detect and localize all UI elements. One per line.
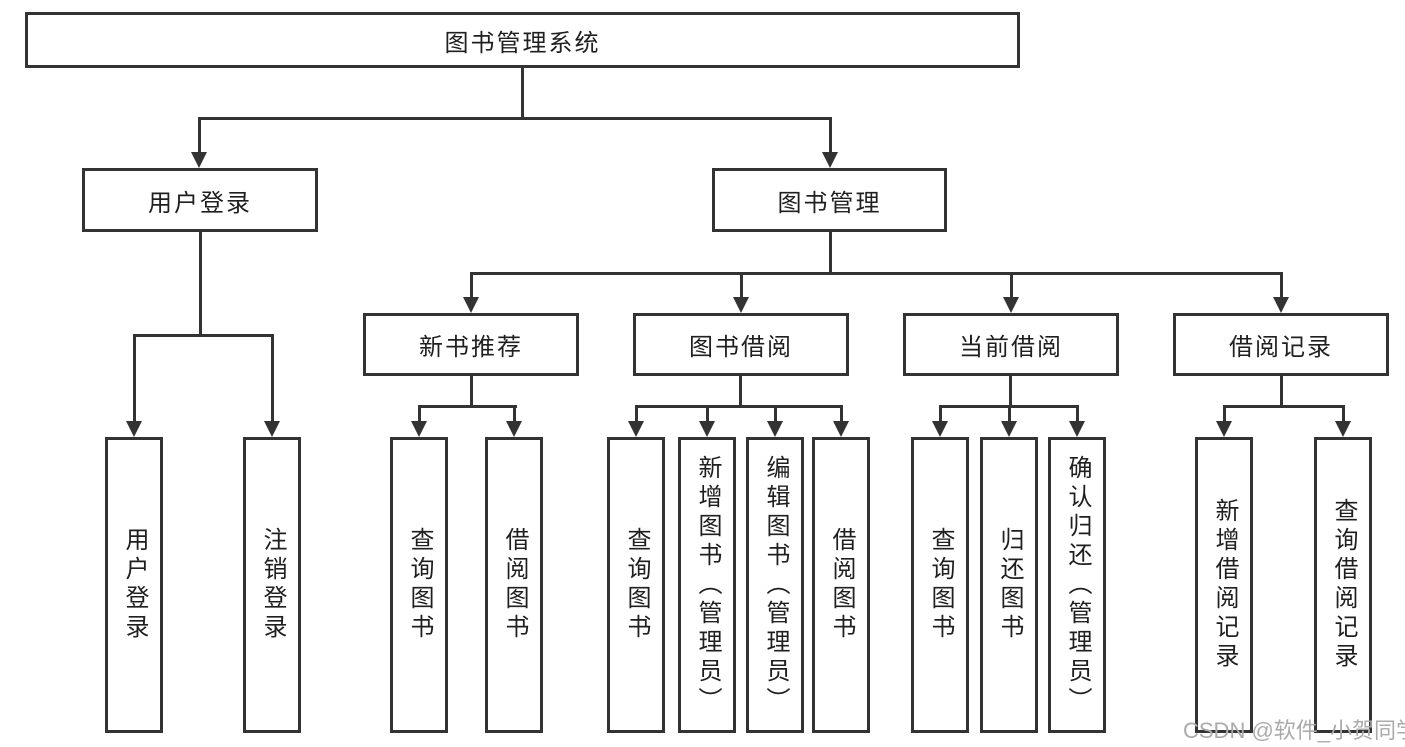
node-leaf-edit-book-admin: 编辑图书（管理员）	[746, 437, 804, 733]
connector-line	[470, 272, 1283, 275]
node-leaf-add-book-admin: 新增图书（管理员）	[678, 437, 736, 733]
node-leaf-query-books: 查询图书	[911, 437, 969, 733]
node-label: 归还图书	[996, 527, 1023, 643]
connector-line	[199, 232, 202, 336]
connector-arrow-icon	[1273, 297, 1289, 313]
node-label: 新增图书（管理员）	[694, 454, 721, 716]
node-leaf-add-borrow-record: 新增借阅记录	[1195, 437, 1253, 733]
connector-arrow-icon	[1001, 421, 1017, 437]
connector-arrow-icon	[506, 421, 522, 437]
connector-line	[706, 405, 709, 422]
connector-line	[1223, 405, 1226, 422]
csdn-watermark: CSDN @软件_小贺同学	[1183, 718, 1405, 743]
connector-line	[829, 117, 832, 153]
connector-arrow-icon	[1216, 421, 1232, 437]
connector-line	[1008, 405, 1011, 422]
connector-arrow-icon	[126, 421, 142, 437]
connector-line	[271, 334, 274, 422]
connector-arrow-icon	[1003, 297, 1019, 313]
node-leaf-logout: 注销登录	[243, 437, 301, 733]
node-leaf-user-login: 用户登录	[105, 437, 163, 733]
node-label: 用户登录	[121, 527, 148, 643]
connector-arrow-icon	[767, 421, 783, 437]
connector-arrow-icon	[628, 421, 644, 437]
node-label: 借阅记录	[1229, 334, 1333, 361]
node-user-login: 用户登录	[82, 168, 318, 232]
connector-line	[198, 117, 832, 120]
node-leaf-return-books: 归还图书	[980, 437, 1038, 733]
node-label: 查询图书	[406, 527, 433, 643]
connector-line	[739, 376, 742, 407]
connector-line	[1010, 272, 1013, 298]
connector-arrow-icon	[463, 297, 479, 313]
node-book-management: 图书管理	[712, 168, 947, 232]
connector-line	[635, 405, 638, 422]
connector-line	[829, 232, 832, 274]
node-label: 查询图书	[927, 527, 954, 643]
connector-line	[1280, 272, 1283, 298]
connector-arrow-icon	[822, 152, 838, 168]
connector-arrow-icon	[1069, 421, 1085, 437]
node-leaf-borrow-books: 借阅图书	[485, 437, 543, 733]
connector-line	[939, 405, 942, 422]
node-label: 注销登录	[259, 527, 286, 643]
node-label: 图书借阅	[689, 334, 793, 361]
node-label: 查询借阅记录	[1330, 498, 1357, 672]
connector-line	[1280, 376, 1283, 407]
node-label: 用户登录	[148, 189, 252, 217]
connector-line	[418, 405, 421, 422]
node-label: 编辑图书（管理员）	[762, 454, 789, 716]
connector-line	[521, 68, 524, 120]
connector-arrow-icon	[411, 421, 427, 437]
connector-arrow-icon	[264, 421, 280, 437]
connector-line	[133, 334, 274, 337]
node-label: 借阅图书	[501, 527, 528, 643]
node-leaf-query-books: 查询图书	[390, 437, 448, 733]
connector-line	[198, 117, 201, 153]
connector-line	[1009, 376, 1012, 407]
connector-line	[418, 405, 517, 408]
node-label: 图书管理系统	[444, 29, 601, 57]
connector-line	[470, 376, 473, 407]
node-leaf-confirm-return-admin: 确认归还（管理员）	[1048, 437, 1106, 733]
node-new-book-recommendation: 新书推荐	[363, 313, 579, 376]
node-label: 图书管理	[777, 189, 882, 217]
node-label: 借阅图书	[828, 527, 855, 643]
node-label: 查询图书	[623, 527, 650, 643]
node-label: 新书推荐	[419, 334, 523, 361]
connector-line	[1223, 405, 1345, 408]
node-label: 确认归还（管理员）	[1064, 454, 1091, 716]
connector-arrow-icon	[833, 421, 849, 437]
node-library-management-system: 图书管理系统	[25, 12, 1020, 68]
connector-arrow-icon	[699, 421, 715, 437]
node-current-borrowing: 当前借阅	[903, 313, 1119, 376]
node-leaf-borrow-books: 借阅图书	[812, 437, 870, 733]
connector-line	[470, 272, 473, 298]
connector-line	[840, 405, 843, 422]
node-leaf-query-borrow-record: 查询借阅记录	[1314, 437, 1372, 733]
connector-line	[740, 272, 743, 298]
connector-line	[1076, 405, 1079, 422]
connector-arrow-icon	[1335, 421, 1351, 437]
connector-arrow-icon	[932, 421, 948, 437]
node-leaf-query-books: 查询图书	[607, 437, 665, 733]
connector-line	[774, 405, 777, 422]
node-label: 新增借阅记录	[1211, 498, 1238, 672]
connector-line	[1342, 405, 1345, 422]
connector-arrow-icon	[733, 297, 749, 313]
connector-line	[133, 334, 136, 422]
node-label: 当前借阅	[959, 334, 1063, 361]
node-book-borrowing: 图书借阅	[633, 313, 849, 376]
connector-arrow-icon	[191, 152, 207, 168]
connector-line	[513, 405, 516, 422]
connector-line	[635, 405, 843, 408]
node-borrowing-records: 借阅记录	[1173, 313, 1389, 376]
